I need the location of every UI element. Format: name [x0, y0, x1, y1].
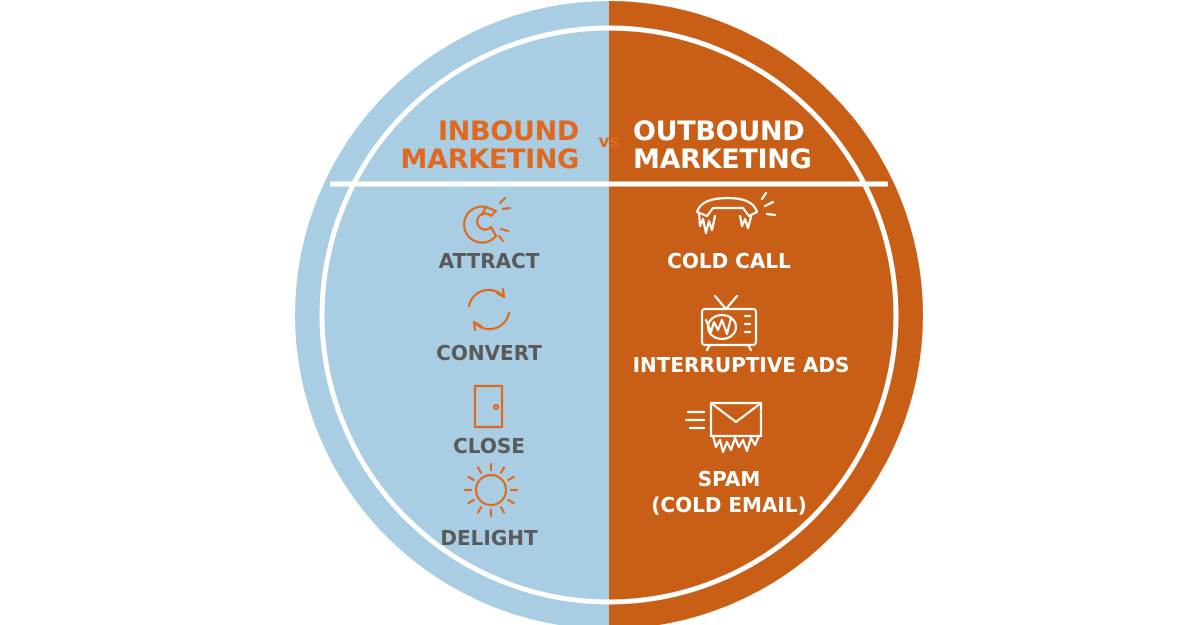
door-icon — [473, 384, 504, 429]
sun-ray — [499, 506, 506, 514]
sun-icon — [463, 462, 519, 518]
sun-ray — [476, 466, 483, 474]
outbound-item-cold-call: COLD CALL — [667, 249, 791, 273]
inbound-item-convert: CONVERT — [436, 341, 542, 365]
outbound-half — [609, 1, 923, 625]
frozen-envelope-icon — [684, 401, 763, 454]
outbound-item-spam: SPAM — [698, 467, 761, 491]
sun-ray — [467, 498, 475, 505]
inner-ring — [319, 25, 899, 605]
sun-ray — [499, 466, 506, 474]
inbound-item-attract: ATTRACT — [439, 249, 540, 273]
outbound-title-line1: OUTBOUND — [633, 116, 804, 147]
frozen-phone-icon — [695, 191, 777, 235]
vs-label: vs — [598, 132, 619, 152]
outbound-title-line2: MARKETING — [633, 144, 811, 175]
sun-ray — [476, 506, 483, 514]
magnet-icon — [463, 196, 512, 244]
outbound-item-interruptive-ads: INTERRUPTIVE ADS — [633, 353, 850, 377]
circle-halves — [295, 1, 923, 625]
inbound-item-delight: DELIGHT — [440, 526, 538, 550]
inbound-title-line1: INBOUND — [438, 116, 579, 147]
cycle-arrows-icon — [467, 287, 511, 332]
sun-ray — [507, 498, 515, 505]
sun-ray — [467, 475, 475, 482]
outbound-item-spam-subtitle: (COLD EMAIL) — [651, 493, 807, 517]
inbound-title-line2: MARKETING — [401, 144, 579, 175]
inbound-item-close: CLOSE — [453, 434, 525, 458]
frozen-tv-icon — [700, 294, 758, 352]
sun-ray — [507, 475, 515, 482]
